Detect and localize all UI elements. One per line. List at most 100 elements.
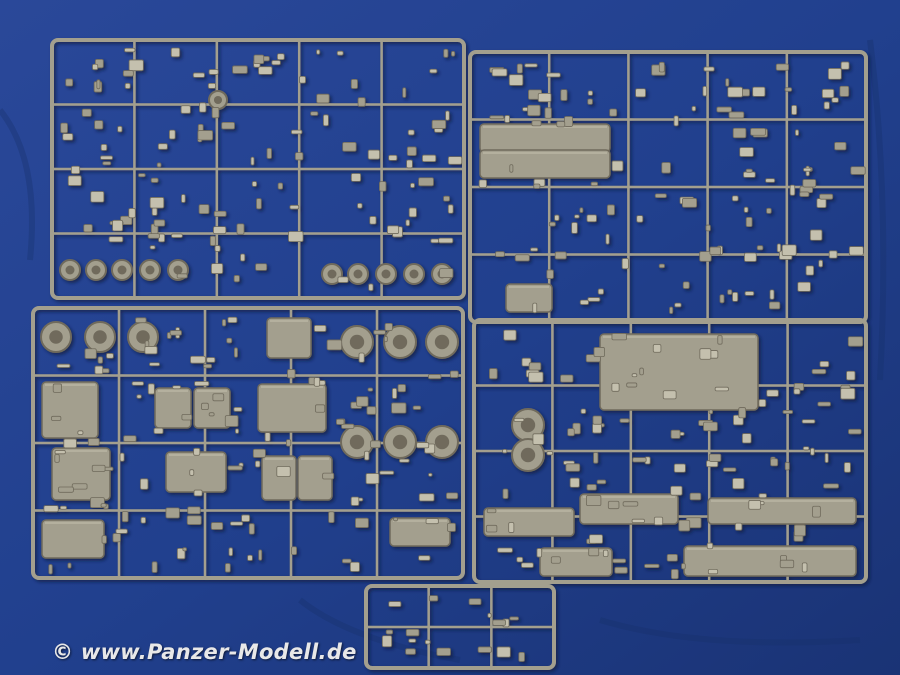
small-part	[102, 161, 112, 166]
small-part	[587, 98, 593, 105]
small-part	[619, 418, 630, 423]
small-part	[201, 402, 209, 411]
small-part	[784, 87, 793, 92]
small-part	[632, 457, 647, 463]
small-part	[316, 49, 321, 55]
small-part	[635, 88, 646, 98]
small-part	[407, 129, 415, 136]
small-part	[316, 93, 330, 104]
small-part	[84, 348, 97, 359]
small-part	[405, 219, 410, 227]
small-part	[565, 463, 581, 472]
small-part	[91, 464, 106, 472]
small-part	[708, 453, 722, 462]
small-part	[431, 119, 447, 129]
small-part	[276, 466, 291, 477]
panel-part	[261, 455, 297, 501]
small-part	[96, 79, 101, 90]
small-part	[358, 352, 365, 363]
small-part	[207, 82, 216, 89]
small-part	[410, 182, 415, 188]
small-part	[823, 101, 830, 110]
small-part	[518, 651, 525, 662]
small-part	[71, 483, 88, 490]
wheel-hub	[327, 269, 337, 279]
panel-part	[193, 387, 231, 429]
panel-part	[389, 517, 451, 547]
small-part	[357, 202, 363, 209]
small-part	[54, 454, 60, 463]
small-part	[182, 547, 187, 552]
small-part	[210, 522, 224, 530]
small-part	[139, 478, 149, 490]
small-part	[147, 383, 155, 395]
small-part	[112, 219, 123, 232]
small-part	[848, 428, 862, 435]
small-part	[579, 299, 589, 305]
small-part	[839, 85, 850, 97]
small-part	[356, 396, 369, 407]
small-part	[569, 477, 580, 488]
small-part	[236, 223, 245, 235]
panel-part	[257, 383, 327, 433]
small-part	[571, 222, 578, 234]
small-part	[745, 217, 753, 227]
small-part	[123, 435, 137, 442]
small-part	[758, 493, 767, 499]
small-part	[725, 78, 730, 87]
wheel-hub	[93, 330, 107, 344]
small-part	[43, 505, 59, 513]
small-part	[816, 198, 827, 209]
small-part	[779, 559, 795, 569]
small-part	[77, 430, 84, 435]
small-part	[532, 433, 545, 445]
copyright-watermark: © www.Panzer-Modell.de	[52, 640, 357, 664]
small-part	[847, 336, 864, 347]
small-part	[681, 563, 686, 570]
small-part	[148, 362, 160, 367]
small-part	[67, 175, 82, 186]
small-part	[532, 302, 538, 314]
small-part	[709, 246, 722, 256]
small-part	[198, 204, 210, 215]
small-part	[593, 347, 605, 358]
small-part	[509, 616, 519, 621]
small-part	[631, 518, 645, 524]
small-part	[94, 120, 104, 130]
small-part	[741, 433, 752, 444]
small-part	[605, 233, 610, 245]
small-part	[62, 133, 74, 141]
small-part	[253, 54, 265, 65]
small-part	[287, 369, 296, 379]
wheel-hub	[117, 265, 127, 275]
small-part	[802, 446, 810, 451]
small-part	[530, 247, 539, 252]
small-part	[250, 156, 255, 166]
small-part	[315, 404, 326, 413]
small-part	[748, 500, 762, 510]
small-part	[588, 534, 603, 544]
small-part	[468, 598, 482, 605]
small-part	[738, 407, 747, 419]
small-part	[379, 470, 395, 475]
small-part	[744, 252, 757, 262]
small-part	[756, 245, 764, 251]
small-part	[607, 500, 620, 510]
small-part	[313, 377, 321, 387]
small-part	[588, 547, 600, 557]
small-part	[402, 87, 407, 98]
small-part	[639, 367, 644, 376]
small-part	[206, 357, 216, 363]
wheel-hub	[381, 269, 391, 279]
small-part	[491, 68, 508, 77]
small-part	[682, 197, 698, 208]
panel-part	[266, 317, 312, 359]
small-part	[366, 406, 377, 415]
small-part	[445, 110, 450, 121]
small-part	[706, 542, 714, 550]
small-part	[717, 335, 723, 345]
small-part	[536, 548, 543, 558]
small-part	[138, 173, 146, 178]
small-part	[524, 63, 538, 68]
small-part	[596, 479, 607, 485]
